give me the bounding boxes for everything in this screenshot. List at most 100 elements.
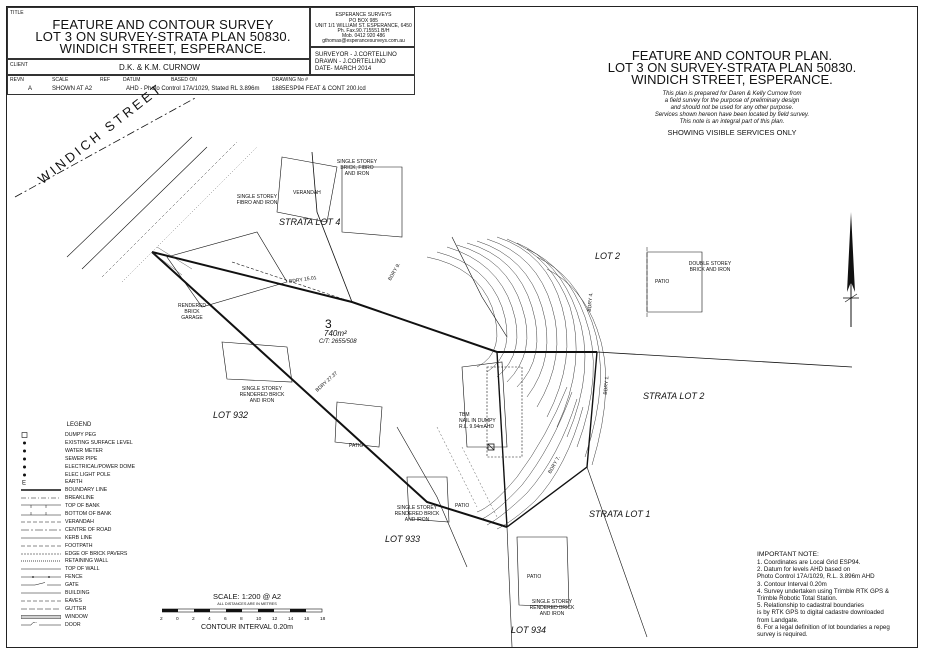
company-line: PO BOX 985 — [349, 18, 378, 24]
house-label-line: AND IRON — [249, 398, 275, 404]
note-line: is by RTK GPS to digital cadastre downlo… — [757, 609, 884, 617]
scale-tick: 10 — [256, 617, 262, 622]
legend-symbol — [21, 529, 61, 531]
legend-item-label: BUILDING — [65, 590, 90, 596]
note-line: 3. Contour Interval 0.20m — [757, 580, 827, 588]
contour-interval: CONTOUR INTERVAL 0.20m — [201, 624, 293, 631]
legend-item-label: WINDOW — [65, 613, 88, 620]
company-email: gthomas@esperancesurveys.com.au — [322, 38, 405, 44]
legend-item: ELECTRICAL/POWER DOME — [19, 463, 169, 471]
plan-heading: FEATURE AND CONTOUR PLAN. LOT 3 ON SURVE… — [567, 47, 897, 147]
legend-item: EXISTING SURFACE LEVEL — [19, 439, 169, 447]
legend-symbol — [21, 614, 61, 619]
legend-item-label: SEWER PIPE — [65, 455, 98, 462]
client-tag: CLIENT — [10, 62, 28, 68]
lot-number: 3 — [325, 317, 332, 331]
legend-item: DOOR — [19, 621, 169, 629]
legend-symbol — [23, 473, 26, 476]
house-label-line: SINGLE STOREY — [531, 599, 573, 605]
house-label-line: RENDERED BRICK — [239, 392, 285, 398]
note-line: Trimble Robotic Total Station. — [757, 595, 838, 602]
legend-item-label: BREAKLINE — [65, 495, 95, 502]
company-line: Mob. 0412 920 486 — [341, 33, 386, 39]
legend-symbol — [23, 449, 26, 453]
street-lines — [14, 96, 258, 283]
legend-item-label: WATER METER — [65, 447, 103, 454]
lot-933-label: LOT 933 — [385, 534, 421, 544]
company-line: Ph. Fax.90.715551 B/H — [337, 28, 390, 34]
legend-symbol — [21, 600, 61, 602]
house-label-line: AND IRON — [404, 517, 430, 523]
lot-boundaries — [151, 151, 853, 647]
patio-label: PATIO — [349, 443, 364, 449]
drawing-no-value: 1885ESP94 FEAT & CONT 200.lcd — [272, 86, 366, 92]
company-line: ESPERANCE SURVEYS — [335, 12, 392, 18]
buildings — [166, 156, 703, 608]
plan-note-line: and should not be used for any other pur… — [670, 105, 794, 111]
legend-item-label: EXISTING SURFACE LEVEL — [65, 439, 133, 446]
patio-label: PATIO — [655, 279, 670, 285]
scale-tick: 8 — [240, 617, 243, 622]
legend-symbol — [21, 561, 61, 562]
legend-symbol — [23, 465, 26, 469]
dumpy-peg-marker — [487, 443, 495, 451]
legend-item-label: CENTRE OF ROAD — [65, 526, 112, 533]
house-label-line: SINGLE STOREY — [396, 505, 438, 511]
strata-lot-1-label: STRATA LOT 1 — [589, 509, 651, 519]
based-on-header: BASED ON — [171, 77, 197, 83]
legend-item: CENTRE OF ROAD — [19, 526, 169, 534]
legend-item: WATER METER — [19, 447, 169, 455]
legend-item-label: EDGE OF BRICK PAVERS — [65, 550, 128, 557]
tbm-label: TBM — [459, 412, 470, 418]
legend-symbol — [21, 569, 61, 570]
legend-item: RETAINING WALL — [19, 557, 169, 565]
plan-note-line: a field survey for the purpose of prelim… — [664, 98, 800, 104]
note-title: IMPORTANT NOTE: — [757, 551, 819, 558]
scale-bar: SCALE: 1:200 @ A2 ALL DISTANCES ARE IN M… — [157, 592, 337, 634]
legend-item: ELEC LIGHT POLE — [19, 471, 169, 479]
garage-label-line: BRICK — [184, 309, 200, 315]
legend-symbol: E — [22, 481, 26, 486]
legend-item: TOP OF WALL — [19, 565, 169, 573]
svg-text:E: E — [22, 481, 26, 486]
note-line: 2. Datum for levels AHD based on — [757, 566, 851, 574]
house-label-line: SINGLE STOREY — [236, 194, 278, 200]
scale-tick: 18 — [320, 617, 326, 622]
legend-item-label: ELECTRICAL/POWER DOME — [65, 463, 136, 470]
scale-bar-graphic — [162, 608, 323, 613]
legend-item: SEWER PIPE — [19, 455, 169, 463]
legend-item: WINDOW — [19, 613, 169, 621]
note-line: from Landgate. — [757, 616, 799, 624]
legend-item: FOOTPATH — [19, 542, 169, 550]
house-label-line: SINGLE STOREY — [336, 159, 378, 165]
legend-symbol — [21, 621, 61, 625]
legend-item: FENCE — [19, 573, 169, 581]
legend-item: VERANDAH — [19, 518, 169, 526]
legend-item-label: EARTH — [65, 479, 83, 486]
title-block: TITLE FEATURE AND CONTOUR SURVEY LOT 3 O… — [7, 7, 415, 97]
legend-item-label: FENCE — [65, 574, 83, 581]
surveyor-cell: SURVEYOR - J.CORTELLINO DRAWN - J.CORTEL… — [310, 47, 415, 75]
lot-2-label: LOT 2 — [595, 251, 621, 261]
legend-symbol — [21, 504, 61, 509]
house-label-line: RENDERED BRICK — [529, 605, 575, 611]
legend-item-label: TOP OF BANK — [65, 503, 100, 510]
lot-932-label: LOT 932 — [213, 410, 249, 420]
road-details — [151, 246, 498, 518]
legend-item: BREAKLINE — [19, 494, 169, 502]
tbm-label: R.L. 9.94mAHD — [459, 424, 495, 430]
garage-label-line: GARAGE — [181, 315, 203, 321]
legend-item-label: EAVES — [65, 597, 82, 604]
note-line: survey is required. — [757, 631, 808, 638]
surveyor-line: SURVEYOR - J.CORTELLINO — [315, 52, 397, 58]
scale-tick: 2 — [192, 617, 195, 622]
legend-item: EDGE OF BRICK PAVERS — [19, 550, 169, 558]
legend-item: E EARTH — [19, 478, 169, 486]
legend-item-label: GUTTER — [65, 605, 87, 612]
house-label-line: SINGLE STOREY — [241, 386, 283, 392]
scale-tick: 14 — [288, 617, 294, 622]
plan-title-line-1: FEATURE AND CONTOUR PLAN. — [631, 48, 833, 63]
plan-note-line: This plan is prepared for Daren & Kelly … — [662, 91, 802, 97]
legend-item: GATE — [19, 581, 169, 589]
legend-symbol — [21, 432, 28, 438]
